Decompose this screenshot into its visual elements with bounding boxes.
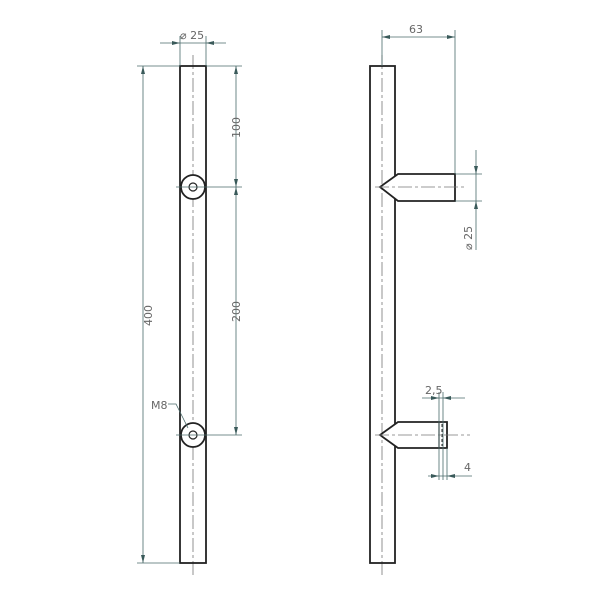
- hole-spacing-dimension: 200: [230, 187, 243, 435]
- handle-bar-side: [369, 65, 396, 564]
- standoff-bottom: [375, 421, 470, 449]
- front-view: ⌀ 25 400 100 200 M8: [137, 29, 243, 578]
- handle-bar: [179, 65, 207, 564]
- thread-depth-dimension: 4: [428, 448, 472, 480]
- thread-label: M8: [151, 399, 168, 412]
- side-view: 63 ⌀ 25 2,5 4: [369, 23, 482, 578]
- gap-label: 2,5: [425, 384, 443, 397]
- mounting-hole-top: [176, 174, 242, 200]
- standoff-diameter-dimension: ⌀ 25: [455, 150, 482, 250]
- thread-depth-label: 4: [464, 461, 471, 474]
- overall-length-dimension: 400: [137, 65, 180, 564]
- standoff-top: [375, 173, 465, 202]
- top-offset-label: 100: [230, 117, 243, 138]
- thread-callout: M8: [151, 399, 189, 429]
- projection-label: 63: [409, 23, 423, 36]
- projection-dimension: 63: [381, 23, 456, 174]
- standoff-diameter-label: ⌀ 25: [462, 226, 475, 250]
- gap-dimension: 2,5: [422, 384, 465, 480]
- overall-length-label: 400: [142, 305, 155, 326]
- top-offset-dimension: 100: [206, 65, 243, 187]
- mounting-hole-bottom: [176, 422, 242, 448]
- diameter-label: ⌀ 25: [180, 29, 204, 42]
- diameter-dimension: ⌀ 25: [160, 29, 226, 66]
- hole-spacing-label: 200: [230, 301, 243, 322]
